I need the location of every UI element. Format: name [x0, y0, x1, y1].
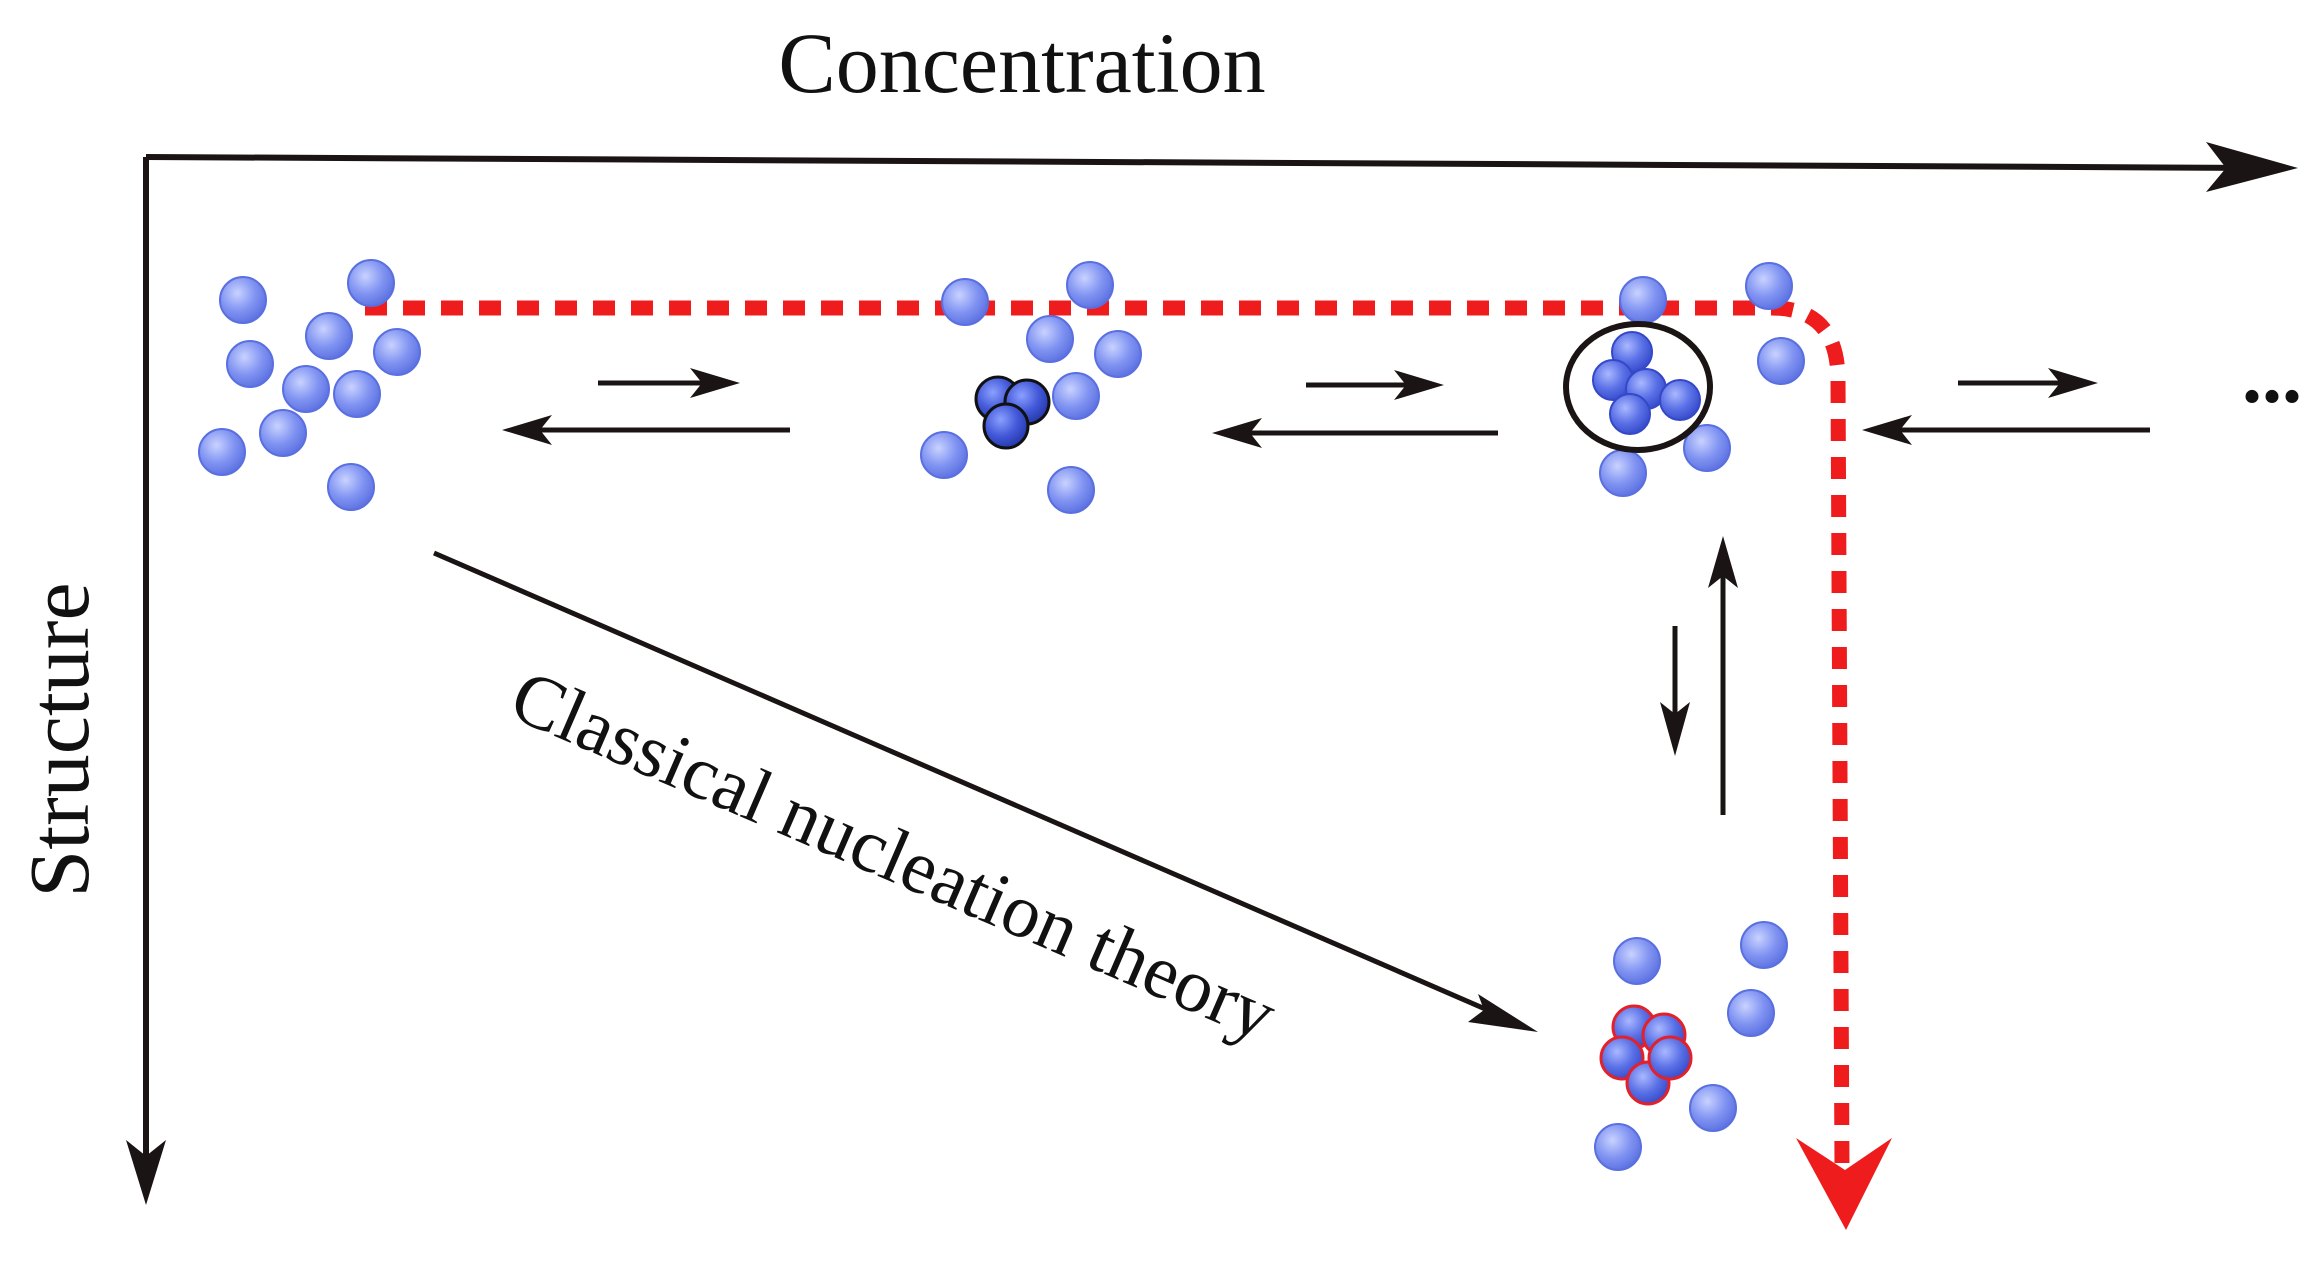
monomer [1689, 1084, 1737, 1132]
classical-pathway-label: Classical nucleation theory [499, 654, 1288, 1058]
nonclassical-pathway [365, 300, 1892, 1230]
equilibrium-arrows-2 [1212, 370, 1498, 448]
prenucleation-cluster [920, 261, 1142, 514]
monomer [305, 312, 353, 360]
monomer [1740, 921, 1788, 969]
forward-arrowhead [2048, 368, 2098, 398]
equilibrium-arrows-3 [1862, 368, 2150, 445]
cluster-particle [1609, 393, 1651, 435]
monomer [1066, 261, 1114, 309]
forward-arrowhead [690, 368, 740, 398]
reverse-arrowhead [1212, 418, 1262, 448]
monomer [327, 463, 375, 511]
y-axis-label: Structure [11, 582, 107, 897]
classical-arrow-line [433, 550, 1507, 1021]
monomer [1026, 315, 1074, 363]
crystalline-nucleus [1594, 921, 1788, 1171]
dense-cluster [1563, 262, 1805, 497]
down-arrowhead [1660, 702, 1690, 756]
pathway-dashed-line [365, 300, 1850, 1169]
free-monomers [198, 259, 421, 511]
monomer [282, 365, 330, 413]
monomer [347, 259, 395, 307]
monomer [373, 328, 421, 376]
monomer [1757, 337, 1805, 385]
x-axis-line [145, 154, 2263, 171]
monomer [1094, 330, 1142, 378]
y-axis-arrowhead [126, 1140, 166, 1205]
monomer [941, 278, 989, 326]
monomer [219, 276, 267, 324]
monomer [1594, 1123, 1642, 1171]
reverse-arrowhead [1862, 415, 1912, 445]
nucleus-particle [1647, 1035, 1693, 1081]
forward-arrowhead [1394, 370, 1444, 400]
vertical-equilibrium-arrows [1660, 536, 1738, 815]
monomer [1619, 276, 1667, 324]
cluster-outline [1563, 321, 1713, 453]
monomer [1052, 372, 1100, 420]
monomer [1745, 262, 1793, 310]
axes [126, 142, 2298, 1205]
classical-arrowhead [1468, 994, 1538, 1032]
monomer [198, 428, 246, 476]
monomer [226, 340, 274, 388]
pathway-arrowhead [1796, 1138, 1892, 1230]
monomer [1613, 937, 1661, 985]
x-axis-label: Concentration [778, 15, 1265, 111]
equilibrium-arrows-1 [502, 368, 790, 445]
monomer [1683, 424, 1731, 472]
monomer [1727, 989, 1775, 1037]
x-axis-arrowhead [2206, 142, 2298, 192]
continuation-ellipsis: ... [2242, 332, 2302, 420]
monomer [333, 370, 381, 418]
up-arrowhead [1708, 536, 1738, 588]
monomer [1047, 466, 1095, 514]
monomer [920, 431, 968, 479]
reverse-arrowhead [502, 415, 552, 445]
classical-pathway: Classical nucleation theory [433, 550, 1538, 1058]
cluster-particle [1659, 379, 1701, 421]
monomer [1599, 449, 1647, 497]
monomer [259, 409, 307, 457]
cluster-particle [982, 402, 1030, 450]
